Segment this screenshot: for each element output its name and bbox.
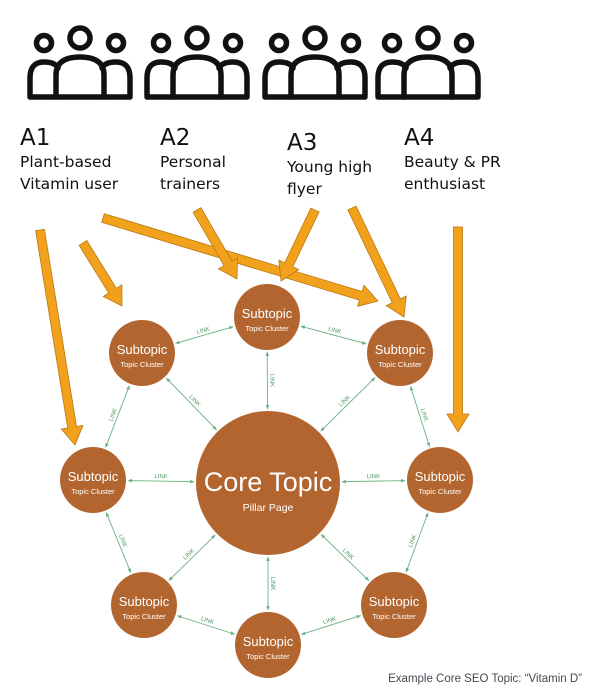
link-line: [175, 326, 234, 344]
subtopic-subtitle: Topic Cluster: [372, 612, 416, 621]
persona-code: A3: [287, 130, 317, 156]
persona-description: Young high: [286, 158, 372, 176]
subtopic-title: Subtopic: [68, 469, 119, 484]
subtopic-title: Subtopic: [243, 634, 294, 649]
caption: Example Core SEO Topic: “Vitamin D”: [388, 673, 582, 685]
link-line: [320, 377, 376, 432]
link-line: [320, 534, 370, 581]
link-label: LINK: [200, 616, 215, 626]
link-label: LINK: [367, 474, 380, 480]
subtopic-title: Subtopic: [117, 342, 168, 357]
persona-arrow: [446, 226, 470, 433]
link-line: [168, 534, 216, 581]
persona-description: trainers: [160, 175, 220, 193]
persona-arrows: [35, 205, 470, 446]
persona-description: Vitamin user: [20, 175, 119, 193]
persona-arrow: [101, 213, 379, 307]
subtopic-subtitle: Topic Cluster: [378, 360, 422, 369]
core-topic-title: Core Topic: [204, 467, 333, 497]
persona-arrow: [347, 205, 407, 318]
subtopic-title: Subtopic: [369, 594, 420, 609]
persona-description: enthusiast: [404, 175, 485, 193]
link-label: LINK: [323, 616, 338, 626]
persona-code: A4: [404, 125, 434, 151]
persona-description: Plant-based: [20, 153, 111, 171]
subtopic-subtitle: Topic Cluster: [245, 324, 289, 333]
people-group-icon: [144, 25, 250, 100]
people-group-icon: [375, 25, 481, 100]
link-label: LINK: [109, 408, 119, 423]
link-label: LINK: [182, 548, 196, 562]
persona-code: A1: [20, 125, 50, 151]
link-line: [341, 478, 406, 484]
link-label: LINK: [419, 408, 429, 423]
people-group-icon: [27, 25, 133, 100]
link-line: [405, 512, 429, 573]
link-line: [105, 385, 130, 448]
subtopic-subtitle: Topic Cluster: [418, 487, 462, 496]
link-line: [127, 478, 195, 484]
subtopic-title: Subtopic: [242, 306, 293, 321]
subtopic-subtitle: Topic Cluster: [122, 612, 166, 621]
people-group-icon: [262, 25, 368, 100]
link-line: [300, 325, 367, 345]
persona-arrow: [35, 228, 84, 446]
link-line: [176, 615, 236, 635]
persona-arrow: [78, 240, 123, 307]
link-label: LINK: [154, 474, 167, 480]
persona-description: Beauty & PR: [404, 153, 501, 171]
subtopic-title: Subtopic: [119, 594, 170, 609]
link-line: [300, 615, 362, 635]
persona-arrow: [278, 207, 320, 282]
link-line: [166, 377, 217, 431]
link-label: LINK: [341, 548, 355, 562]
link-line: [410, 385, 430, 448]
link-label: LINK: [117, 534, 128, 549]
link-label: LINK: [268, 374, 274, 387]
subtopic-title: Subtopic: [375, 342, 426, 357]
persona-icons: [27, 25, 481, 100]
subtopic-subtitle: Topic Cluster: [246, 652, 290, 661]
subtopic-subtitle: Topic Cluster: [120, 360, 164, 369]
link-label: LINK: [338, 395, 352, 409]
link-line: [105, 511, 132, 574]
persona-description: Personal: [160, 153, 226, 171]
link-label: LINK: [327, 326, 341, 335]
persona-arrow: [192, 207, 238, 280]
subtopic-title: Subtopic: [415, 469, 466, 484]
link-label: LINK: [408, 534, 418, 549]
link-label: LINK: [269, 577, 275, 590]
subtopic-subtitle: Topic Cluster: [71, 487, 115, 496]
link-label: LINK: [196, 326, 210, 335]
persona-code: A2: [160, 125, 190, 151]
link-label: LINK: [188, 394, 202, 408]
persona-description: flyer: [287, 180, 322, 198]
core-topic-subtitle: Pillar Page: [243, 502, 294, 514]
